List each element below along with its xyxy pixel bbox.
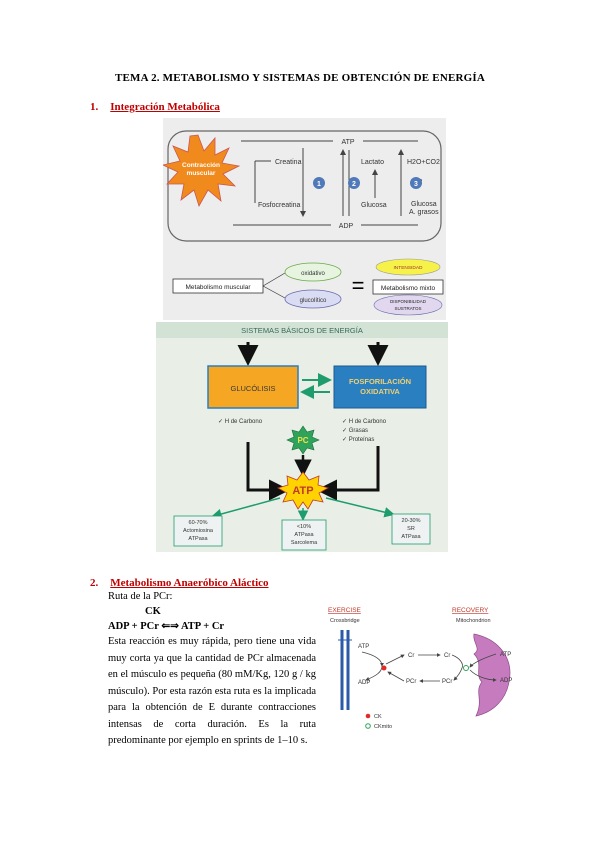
pcr-shuttle-figure: EXERCISE RECOVERY Crossbridge Mitochondr… <box>328 607 512 730</box>
pc-label: PC <box>297 436 308 445</box>
box-left-3: ATPasa <box>188 536 208 542</box>
oxidativo-oval: oxidativo <box>301 271 325 277</box>
legend-ck: CK <box>374 714 382 720</box>
glucosa-label: Glucosa <box>361 202 387 209</box>
lactato-label: Lactato <box>361 159 384 166</box>
box-right-3: ATPasa <box>401 534 421 540</box>
intensidad-oval: INTENSIDAD <box>393 265 423 271</box>
equals-sign: = <box>352 273 365 298</box>
box-left <box>173 515 223 547</box>
legend-ck-dot <box>365 713 371 719</box>
agrasos-label: A. grasos <box>409 209 439 216</box>
ruta-label: Ruta de la PCr: <box>108 591 173 602</box>
section1-heading: 1. Integración Metabólica <box>90 101 220 113</box>
box-right <box>391 513 431 545</box>
disponibilidad-oval-1: DISPONIBILIDAD <box>390 299 427 304</box>
box-left-1: 60-70% <box>189 520 208 526</box>
right-check-3: ✓ Proteínas <box>342 437 374 443</box>
box-right-1: 20-30% <box>402 518 421 524</box>
energy-systems-header: SISTEMAS BÁSICOS DE ENERGÍA <box>241 326 363 335</box>
h2o-co2-label: H2O+CO2 <box>407 159 440 166</box>
mitochondrion-icon <box>473 633 511 717</box>
adp-right: ADP <box>500 678 512 684</box>
step1-badge: 1 <box>317 181 321 188</box>
pcr-1: PCr <box>406 679 416 685</box>
page-title: TEMA 2. METABOLISMO Y SISTEMAS DE OBTENC… <box>114 72 486 84</box>
energy-systems-figure: SISTEMAS BÁSICOS DE ENERGÍA GLUCÓLISIS F… <box>156 322 448 552</box>
atp-top-label: ATP <box>341 139 354 146</box>
box-mid-2: ATPasa <box>294 532 314 538</box>
section1-title: Integración Metabólica <box>110 101 220 113</box>
exercise-label: EXERCISE <box>328 607 362 614</box>
metabolismo-muscular-box: Metabolismo muscular <box>185 284 251 291</box>
glucolitico-oval: glucolítico <box>300 298 327 304</box>
ck-label: CK <box>145 606 161 617</box>
explanation-paragraph: Esta reacción es muy rápida, pero tiene … <box>108 636 316 746</box>
fosforilacion-box <box>333 365 427 409</box>
ckmito-dot <box>463 665 469 671</box>
right-check-1: ✓ H de Carbono <box>342 419 387 425</box>
fosforilacion-label-2: OXIDATIVA <box>360 387 400 396</box>
recovery-label: RECOVERY <box>452 607 489 614</box>
contraction-label-2: muscular <box>187 170 216 177</box>
section2-heading: 2. Metabolismo Anaeróbico Aláctico <box>90 577 269 589</box>
section2-title: Metabolismo Anaeróbico Aláctico <box>110 577 269 589</box>
creatina-label: Creatina <box>275 159 302 166</box>
metabolic-integration-figure: Contracción muscular ATP ADP Creatina Fo… <box>163 118 446 320</box>
contraction-label-1: Contracción <box>182 162 220 169</box>
atp-star-icon <box>276 471 330 510</box>
cr-1: Cr <box>408 653 414 659</box>
atp-star-label: ATP <box>292 485 313 497</box>
fosfocreatina-label: Fosfocreatina <box>258 202 301 209</box>
mitochondrion-label: Mitochondrion <box>456 618 491 624</box>
left-check: ✓ H de Carbono <box>218 419 263 425</box>
box-mid-1: <10% <box>297 524 311 530</box>
adp-bottom-label: ADP <box>339 223 354 230</box>
box-right-2: SR <box>407 526 415 532</box>
glucolisis-label: GLUCÓLISIS <box>230 384 275 393</box>
step2-badge: 2 <box>352 181 356 188</box>
cr-2: Cr <box>444 653 450 659</box>
legend-ckmito: CKmito <box>374 724 392 730</box>
atp-left: ATP <box>358 644 369 650</box>
crossbridge-label: Crossbridge <box>330 618 360 624</box>
metabolismo-mixto-box: Metabolismo mixto <box>381 285 436 292</box>
box-mid-3: Sarcolema <box>291 540 318 546</box>
section2-number: 2. <box>90 577 99 589</box>
glucosa-b-label: Glucosa <box>411 201 437 208</box>
atp-right: ATP <box>500 652 511 658</box>
pcr-2: PCr <box>442 679 452 685</box>
right-check-2: ✓ Grasas <box>342 428 368 434</box>
pc-star-icon <box>286 425 320 455</box>
disponibilidad-oval-2: SUSTRATOS <box>394 306 421 311</box>
ck-dot <box>381 665 387 671</box>
cycle-frame <box>167 130 442 242</box>
section1-number: 1. <box>90 101 99 113</box>
legend-ckmito-dot <box>365 723 371 729</box>
reaction-equation: ADP + PCr ⇐⇒ ATP + Cr <box>108 621 225 632</box>
box-mid <box>281 519 327 551</box>
step3-badge: 3 <box>414 181 418 188</box>
adp-left: ADP <box>358 680 370 686</box>
glucolisis-box <box>207 365 299 409</box>
contraction-star-icon <box>163 134 241 208</box>
box-left-2: Actomiosina <box>183 528 214 534</box>
fosforilacion-label-1: FOSFORILACIÓN <box>349 377 411 386</box>
